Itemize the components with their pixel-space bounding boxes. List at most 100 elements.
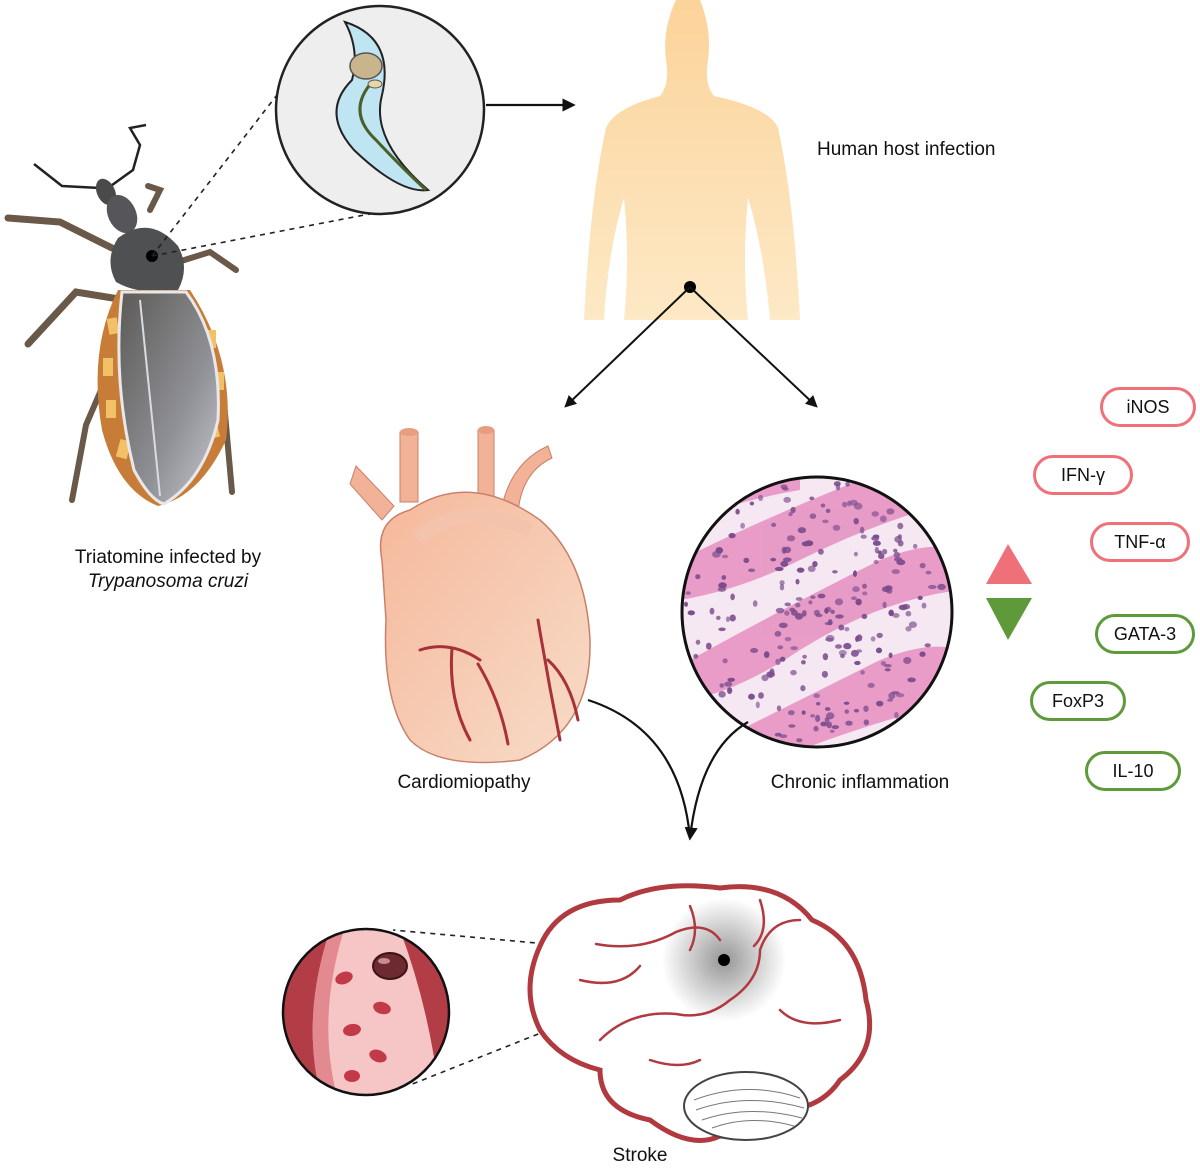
cell-nucleus — [774, 566, 784, 572]
cell-nucleus — [722, 658, 728, 664]
cell-nucleus — [861, 613, 868, 620]
cell-nucleus — [897, 522, 904, 530]
cell-nucleus — [748, 693, 755, 700]
cell-nucleus — [844, 709, 850, 714]
cell-nucleus — [822, 653, 829, 661]
cell-nucleus — [790, 506, 796, 514]
cell-nucleus — [716, 615, 721, 621]
cell-nucleus — [826, 721, 832, 729]
cell-nucleus — [709, 607, 715, 615]
cell-nucleus — [740, 522, 745, 529]
marker-pill-down: IL-10 — [1085, 751, 1181, 791]
cell-nucleus — [855, 635, 860, 643]
cell-nucleus — [919, 651, 926, 657]
cell-nucleus — [884, 668, 891, 672]
cell-nucleus — [885, 585, 893, 591]
cell-nucleus — [893, 548, 898, 553]
cell-nucleus — [796, 738, 803, 743]
cell-nucleus — [752, 600, 758, 607]
cell-nucleus — [892, 613, 900, 618]
cell-nucleus — [788, 512, 793, 517]
cell-nucleus — [883, 664, 892, 668]
blood-vessel-clot-circle — [281, 927, 451, 1097]
cell-nucleus — [795, 597, 803, 601]
cell-nucleus — [851, 596, 857, 600]
cell-nucleus — [735, 508, 740, 515]
cell-nucleus — [725, 616, 730, 622]
cell-nucleus — [870, 636, 876, 642]
cell-nucleus — [693, 653, 699, 659]
inflammation-label: Chronic inflammation — [770, 772, 950, 793]
cell-nucleus — [907, 677, 916, 683]
cell-nucleus — [808, 600, 813, 605]
cell-nucleus — [783, 496, 791, 503]
cell-nucleus — [838, 649, 847, 656]
cell-nucleus — [778, 622, 788, 628]
cell-nucleus — [750, 648, 759, 653]
marker-pill-down: GATA-3 — [1095, 614, 1195, 654]
cell-nucleus — [695, 574, 701, 580]
cell-nucleus — [775, 607, 785, 614]
cell-nucleus — [801, 660, 806, 665]
cell-nucleus — [888, 692, 896, 700]
cell-nucleus — [894, 557, 903, 562]
upregulation-triangle-icon — [986, 544, 1032, 584]
cell-nucleus — [928, 584, 937, 590]
cell-nucleus — [860, 534, 867, 539]
cell-nucleus — [859, 526, 865, 534]
cell-nucleus — [838, 624, 845, 631]
cell-nucleus — [695, 639, 701, 645]
cell-nucleus — [937, 583, 946, 591]
cell-nucleus — [887, 698, 893, 702]
cell-nucleus — [788, 724, 796, 728]
cell-nucleus — [921, 602, 927, 609]
trypanosome-magnified-circle — [274, 4, 486, 216]
cell-nucleus — [876, 700, 884, 707]
vector-label-line1: Triatomine infected by — [74, 547, 262, 568]
human-body-silhouette — [584, 0, 800, 320]
cell-nucleus — [853, 551, 858, 557]
cell-nucleus — [807, 565, 816, 572]
cell-nucleus — [801, 610, 807, 617]
cell-nucleus — [758, 692, 764, 699]
cell-nucleus — [863, 719, 869, 726]
cell-nucleus — [724, 681, 733, 687]
cell-nucleus — [831, 725, 839, 730]
cell-nucleus — [853, 502, 863, 510]
cell-nucleus — [820, 721, 828, 727]
cell-nucleus — [766, 671, 775, 678]
cell-nucleus — [891, 569, 900, 575]
cell-nucleus — [886, 508, 895, 515]
cell-nucleus — [854, 660, 861, 666]
cell-nucleus — [872, 540, 881, 546]
host-label: Human host infection — [817, 139, 996, 160]
cell-nucleus — [779, 580, 785, 586]
cell-nucleus — [786, 535, 796, 542]
cell-nucleus — [715, 547, 724, 554]
cell-nucleus — [905, 626, 912, 632]
heart-illustration — [349, 426, 591, 764]
cell-nucleus — [895, 693, 905, 698]
cell-nucleus — [775, 658, 781, 666]
cell-nucleus — [917, 595, 923, 601]
cell-nucleus — [727, 677, 735, 682]
cell-nucleus — [820, 503, 826, 508]
cell-nucleus — [782, 487, 789, 491]
cell-nucleus — [813, 693, 820, 698]
cell-nucleus — [784, 637, 792, 642]
cell-nucleus — [845, 720, 853, 726]
cell-nucleus — [718, 582, 727, 589]
cell-nucleus — [873, 559, 879, 565]
cell-nucleus — [815, 714, 821, 723]
cell-nucleus — [809, 513, 817, 519]
cell-nucleus — [790, 646, 798, 651]
brain-illustration — [527, 883, 873, 1143]
cell-nucleus — [862, 591, 868, 596]
cell-nucleus — [813, 609, 821, 616]
cell-nucleus — [829, 729, 835, 733]
cell-nucleus — [755, 701, 760, 709]
inflamed-tissue-histology-circle — [680, 475, 954, 749]
cell-nucleus — [783, 546, 792, 553]
